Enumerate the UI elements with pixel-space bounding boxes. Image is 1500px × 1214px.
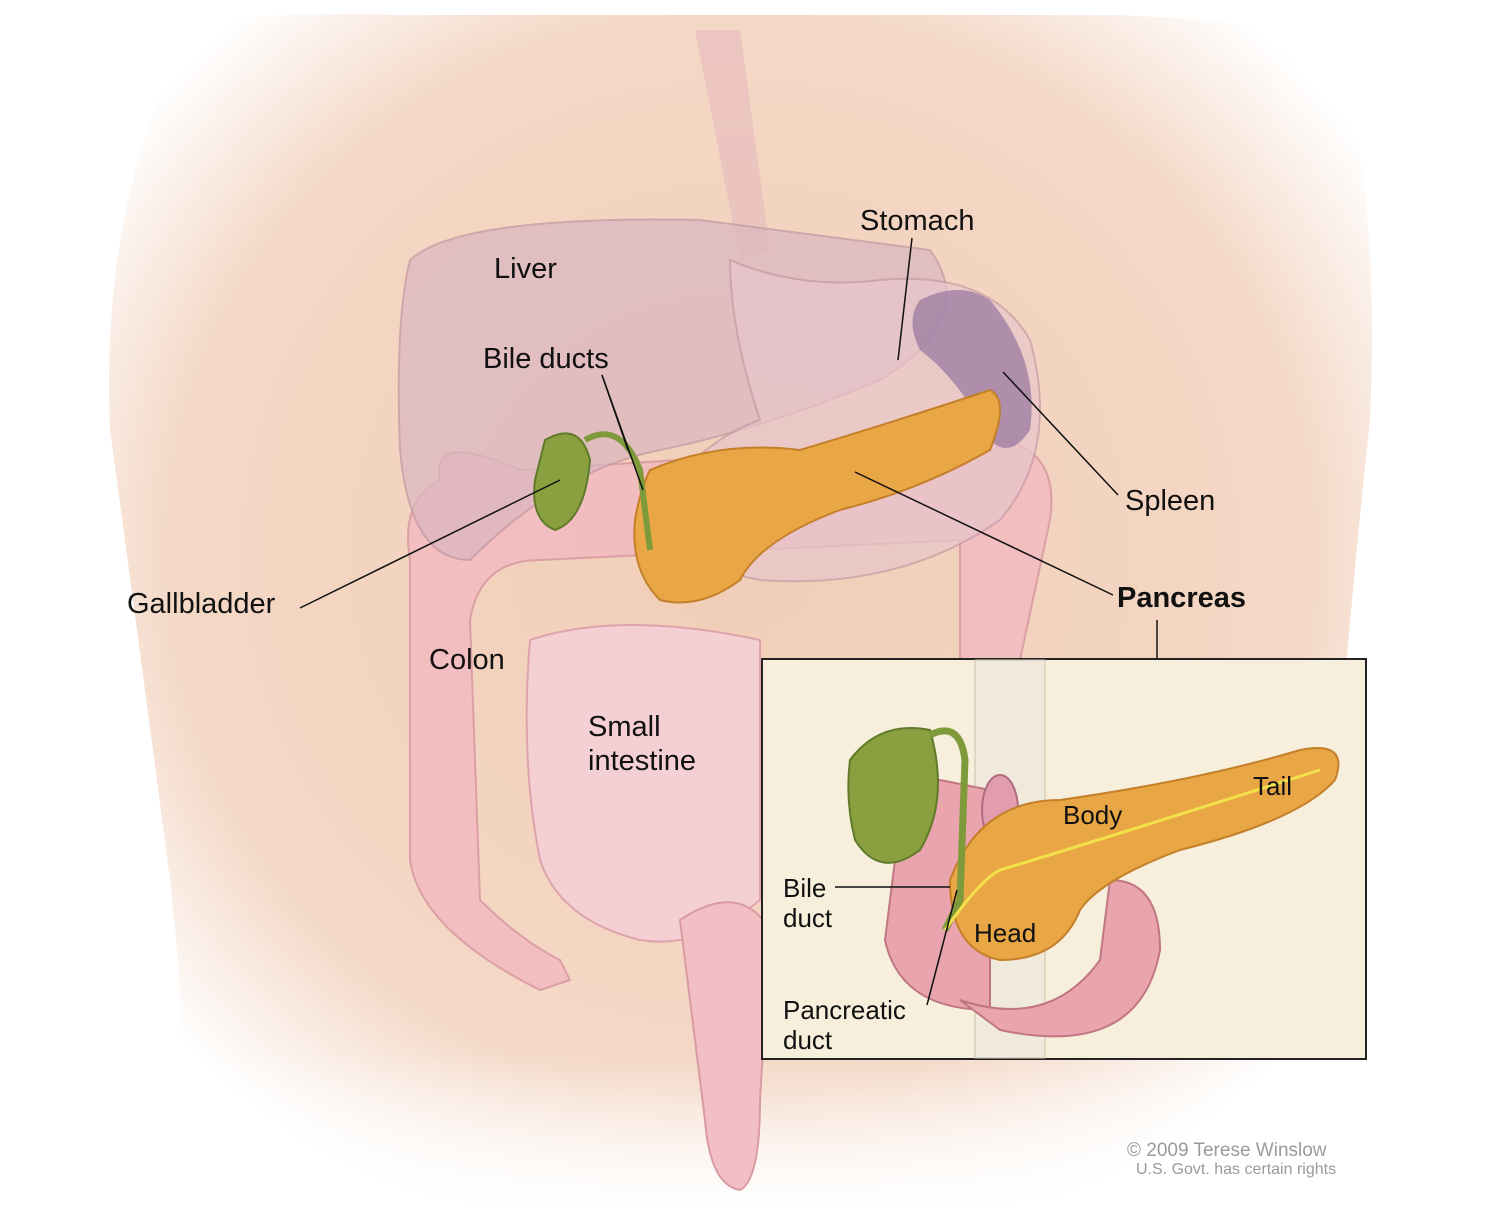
- pancreas: [633, 388, 1001, 604]
- label-spleen: Spleen: [1125, 485, 1216, 517]
- inset-label-body: Body: [1063, 800, 1123, 830]
- label-small-intestine-1: Small: [588, 711, 661, 743]
- spleen: [912, 290, 1032, 448]
- inset-label-bile-duct-1: Bile: [783, 873, 827, 903]
- bile-duct-tube: [583, 431, 653, 551]
- inset-label-tail: Tail: [1253, 771, 1293, 801]
- inset-illustration: [847, 659, 1340, 1059]
- label-liver: Liver: [494, 253, 557, 285]
- label-stomach: Stomach: [860, 205, 975, 237]
- rectum: [678, 901, 772, 1192]
- inset-leader-lines: [835, 886, 958, 1006]
- inset-label-pancreatic-duct-2: duct: [783, 1025, 833, 1055]
- inset-label-head: Head: [974, 918, 1037, 948]
- label-pancreas: Pancreas: [1117, 582, 1246, 614]
- copyright-line: © 2009 Terese Winslow: [1127, 1140, 1327, 1161]
- leader-lines: [299, 237, 1158, 805]
- gallbladder: [533, 432, 592, 532]
- inset-label-pancreatic-duct-1: Pancreatic: [783, 995, 906, 1025]
- rights-line: U.S. Govt. has certain rights: [1136, 1161, 1337, 1178]
- inset-label-bile-duct-2: duct: [783, 903, 833, 933]
- label-gallbladder: Gallbladder: [127, 588, 276, 620]
- small-intestine: [525, 624, 761, 943]
- label-colon: Colon: [429, 644, 505, 676]
- label-bile-ducts: Bile ducts: [483, 343, 609, 375]
- label-small-intestine-2: intestine: [588, 745, 697, 777]
- esophagus: [695, 30, 770, 260]
